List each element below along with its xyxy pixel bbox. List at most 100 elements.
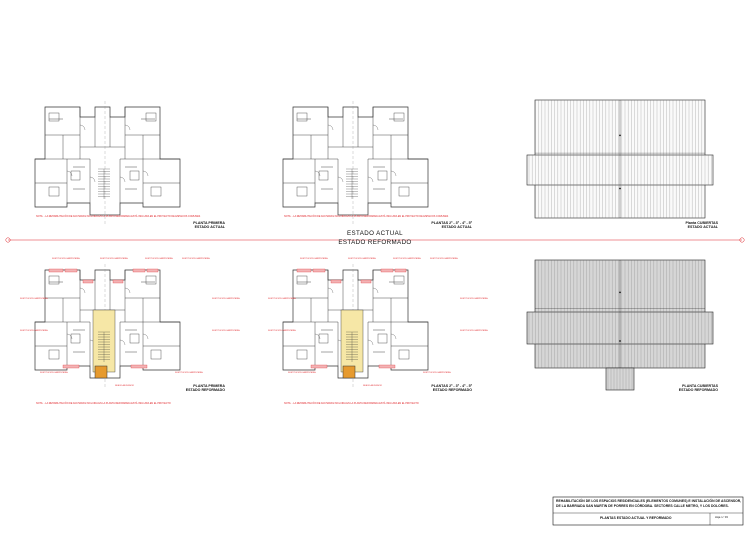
bathroom-fixture [48,186,60,197]
carpentry-highlight [48,268,64,273]
bathroom-fixture [393,275,405,285]
carpentry-tag: SUSTITUCIÓN CARPINTERÍA [212,330,240,332]
roof-drain [619,134,621,137]
bathroom-fixture [145,112,157,122]
carpentry-highlight [64,268,78,273]
bathroom-fixture [296,112,308,122]
carpentry-highlight [62,364,80,369]
stair-core [98,168,110,199]
bathroom-fixture [377,170,388,181]
carpentry-highlight [132,268,146,273]
title-block-line-3: PLANTAS ESTADO ACTUAL Y REFORMADO [600,516,672,520]
roof-layer [526,99,714,391]
carpentry-tag: SUSTITUCIÓN CARPINTERÍA [20,298,48,300]
carpentry-tag: SUSTITUCIÓN CARPINTERÍA [393,258,421,260]
floor-plan-p1-reform [34,264,181,388]
title-block-line-1: REHABILITACIÓN DE LOS ESPACIOS RESIDENCI… [556,499,742,503]
bathroom-fixture [296,349,308,360]
carpentry-tag: SUSTITUCIÓN CARPINTERÍA [268,298,296,300]
carpentry-highlight [380,268,394,273]
door-swing [142,333,149,340]
door-swing [119,339,126,346]
door-swing [142,170,149,177]
carpentry-highlight [82,279,94,284]
bathroom-fixture [129,170,140,181]
carpentry-tag: SUSTITUCIÓN CARPINTERÍA [423,372,451,374]
bathroom-fixture [70,170,81,181]
bathroom-fixture [145,275,157,285]
note-p1-reform: NOTA: - LA REHABILITACIÓN DE FACHADAS IN… [36,402,171,405]
carpentry-highlight [378,364,396,369]
state-reformado-heading: ESTADO REFORMADO [338,239,412,246]
carpentry-tag: SUSTITUCIÓN CARPINTERÍA [182,258,210,260]
carpentry-highlight [296,268,312,273]
floor-plan-p2-actual [282,101,429,225]
separator-line [5,237,745,243]
bathroom-fixture [398,186,410,197]
bathroom-fixture [393,112,405,122]
carpentry-tag: SUSTITUCIÓN CARPINTERÍA [460,330,488,332]
carpentry-tag: SUSTITUCIÓN CARPINTERÍA [212,298,240,300]
bathroom-fixture [377,333,388,344]
door-swing [390,333,397,340]
door-swing [367,339,374,346]
building-outline [282,269,429,379]
door-swing [337,176,344,183]
floor-plan-p2-reform [282,264,429,388]
carpentry-tag: SUSTITUCIÓN CARPINTERÍA [100,258,128,260]
carpentry-tag: SUSTITUCIÓN CARPINTERÍA [20,330,48,332]
carpentry-tag: SUSTITUCIÓN CARPINTERÍA [175,372,203,374]
plans-layer [34,101,429,388]
door-swing [327,287,334,294]
bathroom-fixture [129,333,140,344]
bathroom-fixture [296,186,308,197]
building-outline [282,106,429,216]
carpentry-tag: SUSTITUCIÓN CARPINTERÍA [145,258,173,260]
bathroom-fixture [70,333,81,344]
roof-drain [619,187,621,190]
roof-drain [619,291,621,294]
building-outline [34,106,181,216]
carpentry-tag: SUSTITUCIÓN CARPINTERÍA [300,258,328,260]
door-swing [66,333,73,340]
door-swing [79,287,86,294]
roof-drain [619,340,621,342]
carpentry-highlight [146,268,159,273]
lift-box [94,365,108,379]
lift-box [342,365,356,379]
bathroom-fixture [48,112,60,122]
bathroom-fixture [318,333,329,344]
door-swing [124,287,131,294]
door-swing [314,333,321,340]
carpentry-highlight [360,279,372,284]
bathroom-fixture [48,275,60,285]
note-p1-actual: NOTA: - LA REHABILITACIÓN DE FACHADAS IN… [36,215,201,218]
note-p2-actual: NOTA: - LA REHABILITACIÓN DE FACHADAS IN… [284,215,449,218]
building-outline [34,269,181,379]
bathroom-fixture [296,275,308,285]
carpentry-tag: SUSTITUCIÓN CARPINTERÍA [52,258,80,260]
bathroom-fixture [398,349,410,360]
stair-core [92,309,116,379]
new-lift-tag: NUEVO ASCENSOR [363,385,382,387]
carpentry-tag: SUSTITUCIÓN CARPINTERÍA [430,258,458,260]
carpentry-tag: SUSTITUCIÓN CARPINTERÍA [460,298,488,300]
door-swing [372,124,379,131]
door-swing [327,124,334,131]
door-swing [79,124,86,131]
bathroom-fixture [150,186,162,197]
stair-core [346,168,358,199]
title-block-line-2: DE LA BARRIADA SAN MARTIN DE PORRES EN C… [556,504,729,508]
door-swing [390,170,397,177]
state-actual-heading: ESTADO ACTUAL [347,230,403,237]
roof-plan-reform [526,259,714,391]
carpentry-tag: SUSTITUCIÓN CARPINTERÍA [268,330,296,332]
